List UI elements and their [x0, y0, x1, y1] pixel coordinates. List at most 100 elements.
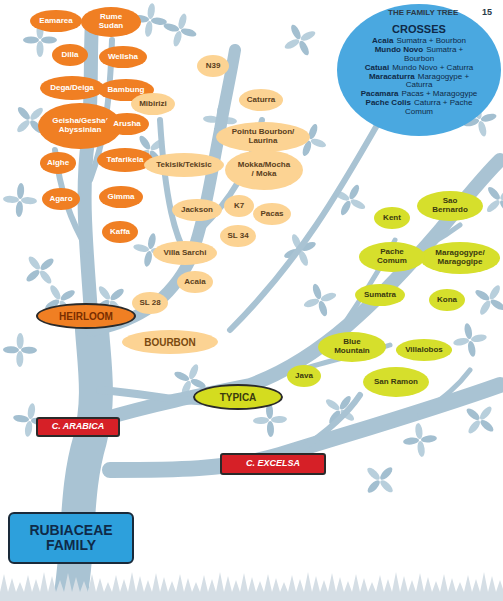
node-text: Dega/Deiga	[50, 84, 94, 93]
variety-oval: SL 34	[220, 225, 256, 247]
leaf	[17, 333, 24, 349]
leaf	[144, 21, 153, 38]
node-text: Pache Comum	[370, 248, 414, 266]
node-label: San Ramon	[374, 377, 418, 386]
leaf	[317, 300, 329, 317]
node-label: RUBIACEAE FAMILY	[29, 522, 112, 553]
crosses-heading: CROSSES	[359, 23, 479, 35]
cross-name: Mundo Novo	[375, 45, 423, 54]
node-label: Kent	[383, 213, 401, 222]
node-text: Jackson	[181, 206, 213, 215]
leaf	[478, 299, 492, 316]
leaf	[414, 423, 423, 440]
node-label: BOURBON	[144, 337, 196, 348]
node-label: Java	[295, 371, 313, 380]
variety-oval: Agaro	[42, 188, 80, 210]
node-text: Rume Sudan	[91, 13, 131, 31]
cross-name: Acaia	[372, 36, 393, 45]
node-text: Wellsha	[108, 53, 138, 62]
node-text: N39	[206, 62, 221, 71]
node-label: Pache Comum	[377, 247, 407, 265]
variety-oval: Mokka/Mocha/ Moka	[225, 150, 303, 190]
leaf	[13, 414, 30, 423]
leaf	[453, 337, 470, 347]
cross-line: Pache ColisCaturra + Pache Comum	[359, 99, 479, 117]
leaf	[310, 137, 327, 149]
variety-oval: HEIRLOOM	[36, 303, 136, 329]
node-label: Gimma	[107, 192, 134, 201]
leaf	[485, 198, 502, 214]
node-text: Sao Bernardo	[428, 197, 472, 215]
leaf	[15, 201, 23, 217]
cross-name: Pache Colis	[366, 98, 411, 107]
leaf	[489, 298, 503, 312]
variety-oval: K7	[224, 195, 254, 217]
leaf	[25, 268, 42, 284]
variety-oval: Jackson	[172, 199, 222, 221]
node-label: Bambung	[108, 85, 145, 94]
node-label: K7	[234, 201, 244, 210]
node-label: Villalobos	[405, 345, 443, 354]
variety-oval: Alghe	[40, 152, 77, 174]
cross-line: Mundo NovoSumatra + Bourbon	[359, 46, 479, 64]
node-text: Sumatra	[364, 291, 396, 300]
variety-oval: Villa Sarchi	[153, 241, 217, 265]
leaf	[3, 195, 19, 203]
leaf	[467, 340, 477, 357]
cross-parents: Mundo Novo + Caturra	[392, 63, 473, 72]
leaf	[470, 333, 487, 343]
node-label: HEIRLOOM	[59, 311, 113, 322]
node-label: Acaia	[184, 277, 205, 286]
grass	[0, 572, 503, 601]
node-label: SL 28	[139, 298, 160, 307]
node-text: San Ramon	[374, 378, 418, 387]
node-text: C. ARABICA	[52, 422, 105, 432]
node-text: Arusha	[113, 120, 141, 129]
cross-parents: Sumatra + Bourbon	[396, 36, 466, 45]
leaf	[17, 183, 25, 199]
variety-oval: Kent	[374, 207, 410, 229]
variety-oval: Kona	[429, 289, 465, 311]
node-text: Gimma	[107, 193, 134, 202]
variety-oval: Dega/Deiga	[40, 76, 105, 100]
leaf	[48, 284, 62, 301]
node-text: Maragogype/ Maragogipe	[432, 249, 488, 267]
node-text: SL 34	[227, 232, 248, 241]
leaf	[365, 466, 381, 482]
leaf	[479, 418, 496, 434]
node-text: Dilla	[62, 51, 79, 60]
cross-line: AcaiaSumatra + Bourbon	[359, 37, 479, 46]
node-text: Geisha/Gesha/ Abyssinian	[51, 117, 109, 135]
node-label: Jackson	[181, 205, 213, 214]
running-header: THE FAMILY TREE	[388, 8, 458, 17]
leaf	[466, 419, 482, 436]
leaf	[3, 346, 19, 353]
leaf	[289, 23, 303, 40]
node-label: Maragogype/ Maragogipe	[435, 248, 484, 266]
node-label: Sumatra	[364, 290, 396, 299]
leaf	[366, 478, 382, 494]
leaf	[133, 243, 150, 253]
node-text: K7	[234, 202, 244, 211]
variety-oval: Villalobos	[396, 339, 453, 361]
leaf	[311, 283, 323, 300]
node-text: CROSSESAcaiaSumatra + BourbonMundo NovoS…	[359, 23, 479, 116]
variety-oval: N39	[197, 55, 229, 77]
leaves	[3, 3, 503, 495]
cross-name: Maracaturra	[369, 72, 415, 81]
node-text: Tekisik/Tekisic	[156, 161, 211, 170]
node-label: Rume Sudan	[99, 12, 123, 30]
cross-line: MaracaturraMaragogype + Caturra	[359, 73, 479, 91]
node-text: BOURBON	[144, 337, 196, 348]
leaf	[253, 417, 269, 425]
variety-oval: Sumatra	[355, 284, 405, 306]
node-text: Bambung	[108, 86, 145, 95]
leaf	[16, 351, 23, 367]
leaf	[283, 37, 300, 51]
leaf	[24, 420, 33, 437]
node-label: Wellsha	[108, 52, 138, 61]
node-label: Tekisik/Tekisic	[156, 160, 211, 169]
node-text: Pointu Bourbon/ Laurina	[230, 128, 296, 146]
node-label: Caturra	[247, 95, 275, 104]
leaf	[38, 269, 54, 286]
